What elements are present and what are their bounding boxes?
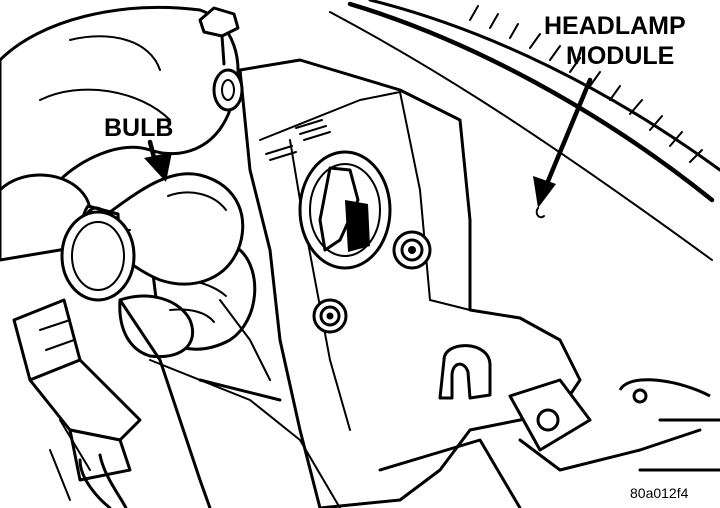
figure-code-label: 80a012f4 (630, 485, 689, 501)
headlamp-module-label-line1: HEADLAMP (544, 12, 686, 40)
headlamp-module-label-line2: MODULE (566, 42, 674, 70)
label-arrows (144, 77, 593, 219)
headlamp-arrowhead (533, 176, 556, 208)
headlamp-module-housing (238, 58, 702, 508)
headlamp-bulb (60, 172, 245, 302)
bulb-arrowhead (144, 152, 172, 182)
headlamp-arrow-shaft (543, 77, 593, 189)
headlamp-lens-edge (329, 0, 720, 261)
mounting-bracket (378, 378, 720, 508)
wiring-connector (12, 298, 341, 508)
bulb-label: BULB (104, 114, 173, 142)
